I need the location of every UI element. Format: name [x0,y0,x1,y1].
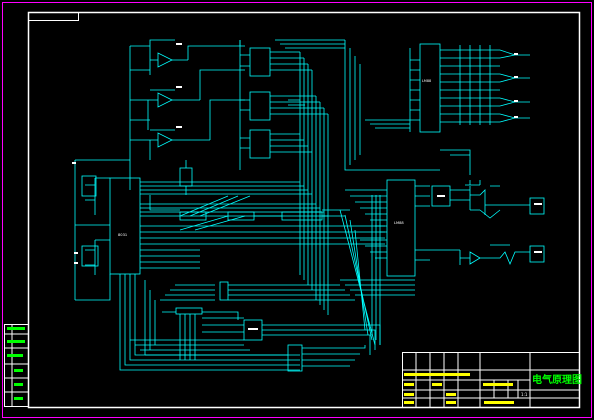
scale-value: 1:1 [521,392,528,397]
drawing-frame [27,11,581,409]
corner-stamp-box [28,12,79,21]
chip-label-latch-chip: LM88 [422,79,431,83]
title-block: 电气原理图 1:1 [402,352,582,408]
chip-label-io-chip: LM88 [394,221,404,225]
left-margin-table [4,324,29,407]
component-marks [72,43,542,330]
chip-label-main-mcu: 8031 [118,233,127,237]
drawing-title: 电气原理图 [532,373,582,386]
wiring [74,39,545,372]
